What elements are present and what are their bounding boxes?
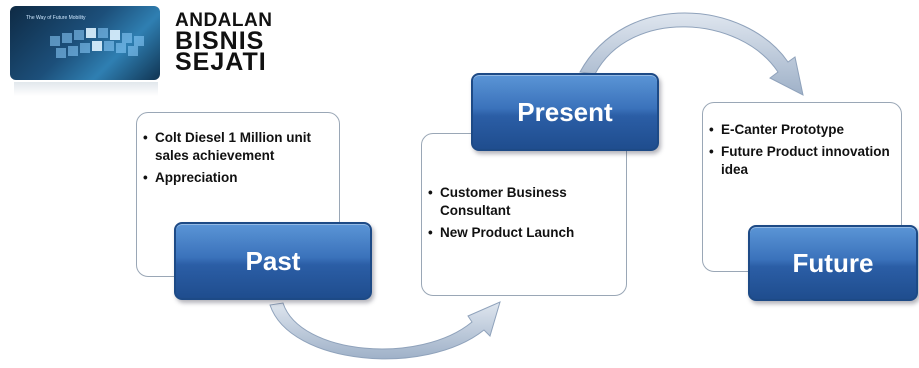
present-card: Customer Business Consultant New Product… bbox=[421, 133, 627, 296]
stage-past: Past bbox=[174, 222, 372, 300]
logo-reflection bbox=[14, 82, 158, 96]
stage-future: Future bbox=[748, 225, 918, 301]
brand-line-3: SEJATI bbox=[175, 48, 267, 76]
arrow-present-to-future bbox=[579, 12, 804, 96]
future-bullet-1: E-Canter Prototype bbox=[709, 121, 901, 139]
past-bullet-1: Colt Diesel 1 Million unit sales achieve… bbox=[143, 129, 339, 165]
stage-future-label: Future bbox=[792, 247, 874, 278]
logo-image: The Way of Future Mobility bbox=[10, 6, 160, 80]
future-bullet-2: Future Product innovation idea bbox=[709, 143, 901, 179]
present-bullet-1: Customer Business Consultant bbox=[428, 184, 626, 220]
brand-line-2: BISNIS bbox=[175, 27, 265, 55]
brand-wordmark: ANDALAN BISNIS SEJATI bbox=[175, 10, 273, 76]
brand-line-1: ANDALAN bbox=[175, 10, 273, 31]
past-bullet-list: Colt Diesel 1 Million unit sales achieve… bbox=[141, 129, 339, 187]
past-bullet-2: Appreciation bbox=[143, 169, 339, 187]
stage-present: Present bbox=[471, 73, 659, 151]
stage-past-label: Past bbox=[245, 245, 301, 276]
future-bullet-list: E-Canter Prototype Future Product innova… bbox=[707, 121, 901, 179]
logo-graphic bbox=[50, 28, 144, 58]
present-bullet-list: Customer Business Consultant New Product… bbox=[426, 184, 626, 242]
arrow-past-to-present bbox=[269, 301, 501, 360]
logo-tagline: The Way of Future Mobility bbox=[26, 15, 86, 21]
present-bullet-2: New Product Launch bbox=[428, 224, 626, 242]
stage-present-label: Present bbox=[517, 96, 613, 127]
